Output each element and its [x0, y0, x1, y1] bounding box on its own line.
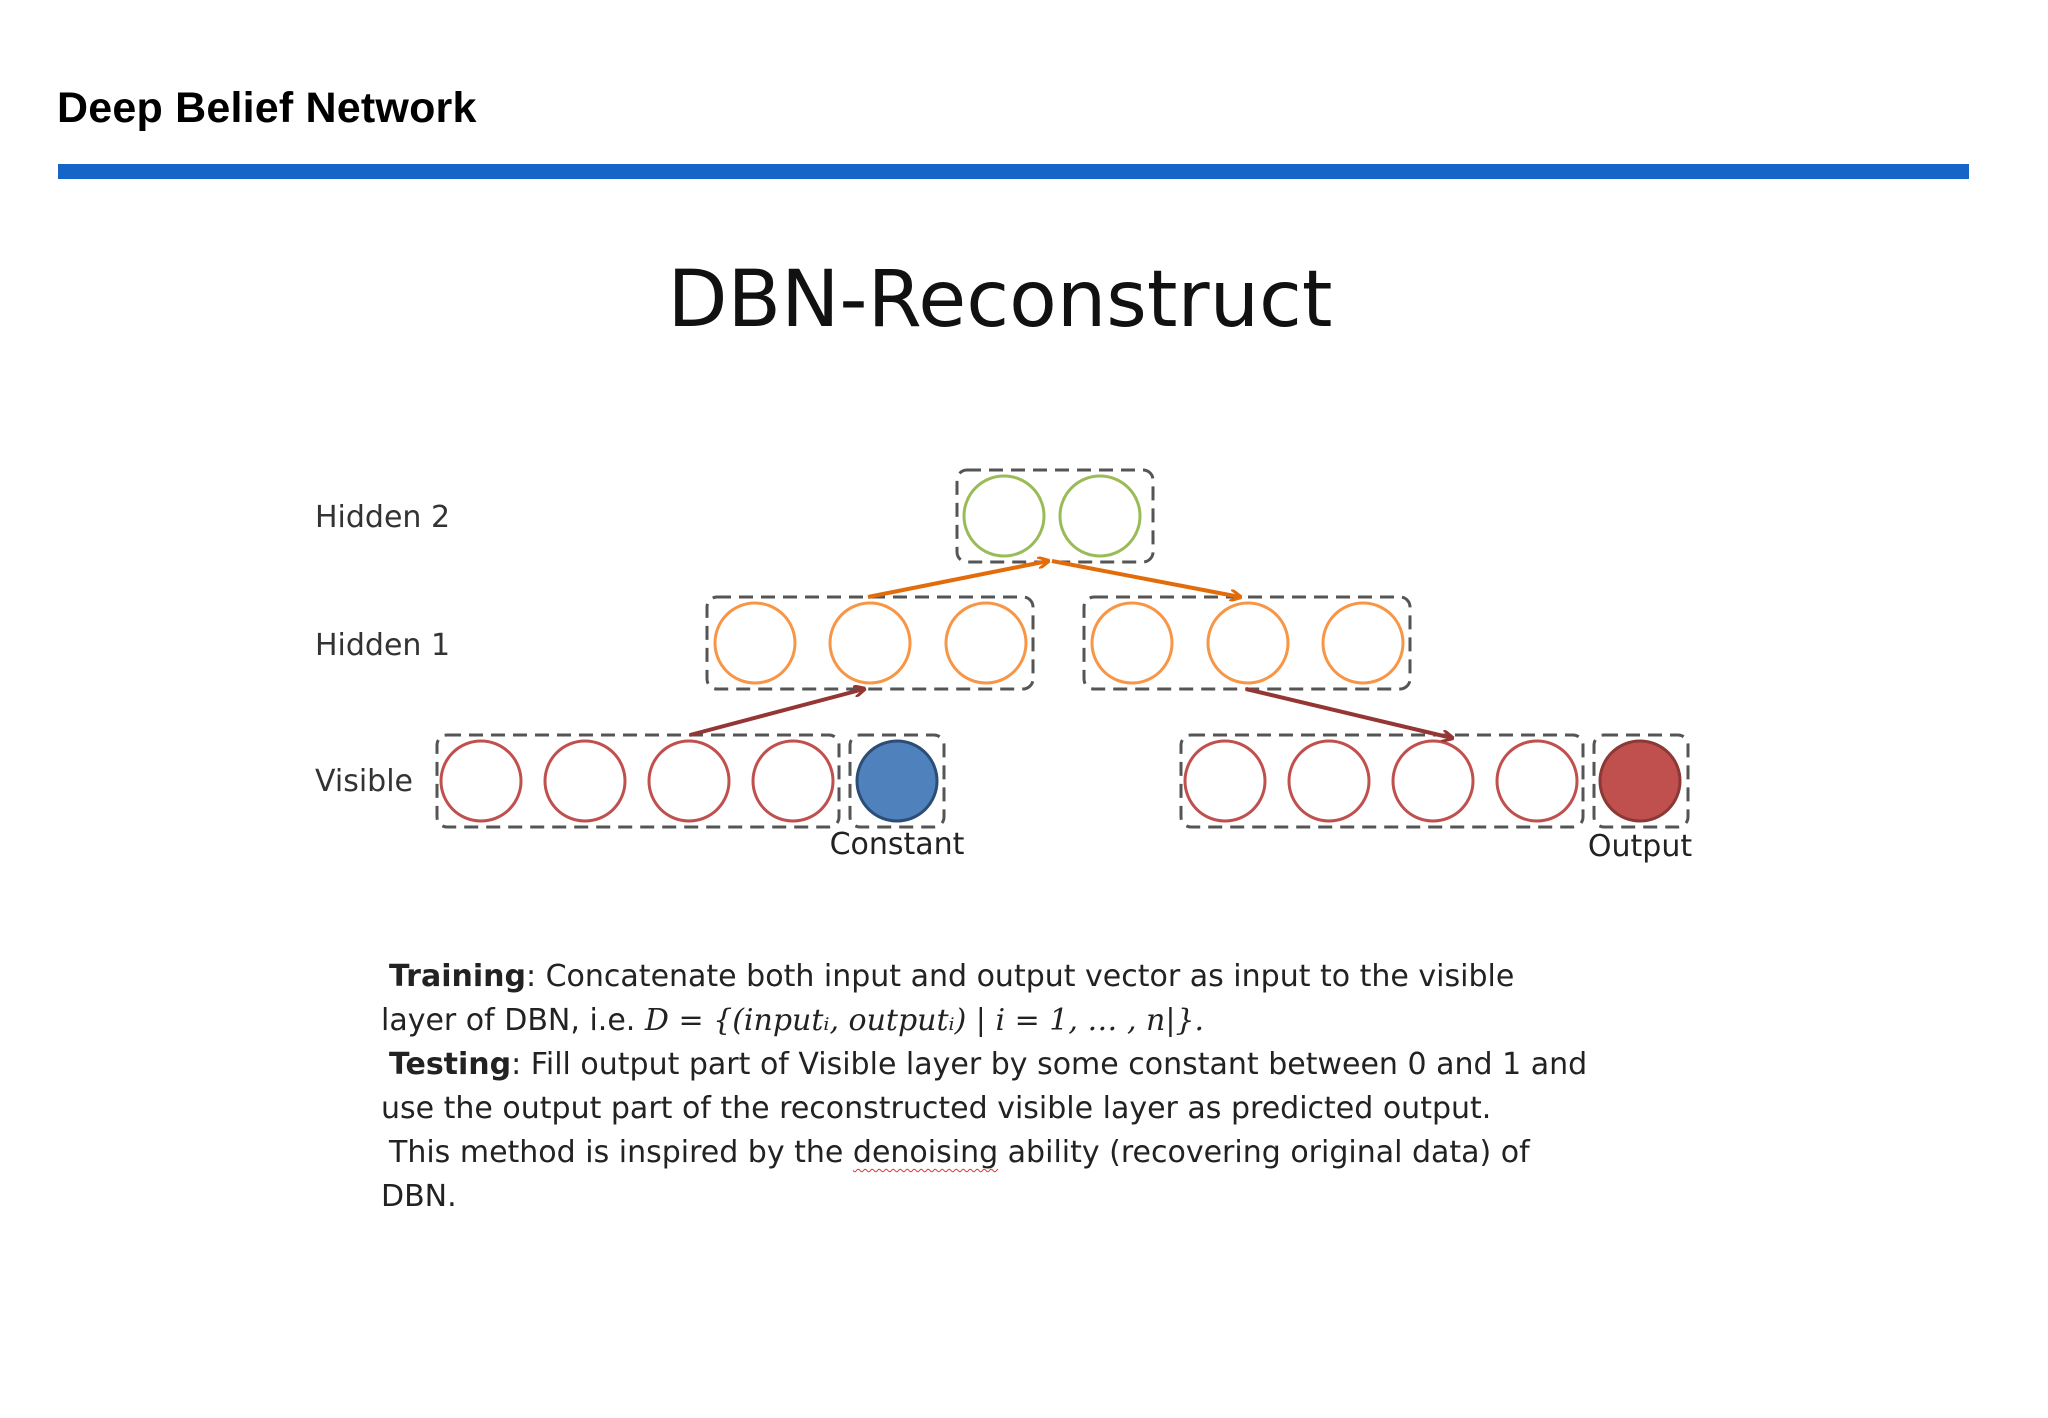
hidden1-node — [1090, 601, 1174, 685]
visible-node — [543, 739, 627, 823]
hidden2-layer-label: Hidden 2 — [315, 500, 450, 535]
hidden1-node — [828, 601, 912, 685]
inspired-text-a: This method is inspired by the — [389, 1135, 853, 1170]
hidden1-layer-label: Hidden 1 — [315, 628, 450, 663]
visible-node — [439, 739, 523, 823]
visible-right-group — [1179, 733, 1585, 829]
header-divider — [58, 164, 1969, 179]
inspired-text-b: ability (recovering original data) of — [998, 1135, 1530, 1170]
training-label: Training — [389, 959, 526, 994]
hidden1-node — [944, 601, 1028, 685]
output-node — [1598, 739, 1682, 823]
visible-node — [1495, 739, 1579, 823]
hidden1-left-box — [705, 595, 1035, 691]
inspired-line-2: DBN. — [381, 1179, 457, 1214]
visible-layer-label: Visible — [315, 764, 413, 799]
constant-node — [855, 739, 939, 823]
constant-group — [848, 733, 946, 829]
arrow-hidden2-to-hidden1 — [1051, 559, 1240, 597]
description-block: Training: Concatenate both input and out… — [381, 955, 1631, 1219]
page-header-title: Deep Belief Network — [57, 84, 477, 132]
slide-title: DBN-Reconstruct — [667, 255, 1333, 345]
hidden2-group-box — [955, 468, 1155, 564]
testing-line-1: Testing: Fill output part of Visible lay… — [381, 1043, 1631, 1087]
training-line-1: Training: Concatenate both input and out… — [381, 955, 1631, 999]
visible-node — [647, 739, 731, 823]
arrow-hidden1-to-visible — [1245, 687, 1452, 738]
testing-line-2: use the output part of the reconstructed… — [381, 1091, 1492, 1126]
hidden2-group — [955, 468, 1155, 564]
training-text-2: layer of DBN, i.e. — [381, 1003, 645, 1038]
hidden1-right-group — [1082, 595, 1412, 691]
hidden1-node — [1321, 601, 1405, 685]
output-group — [1592, 733, 1690, 829]
hidden2-node — [1058, 474, 1142, 558]
visible-left-group — [435, 733, 841, 829]
testing-label: Testing — [389, 1047, 512, 1082]
hidden1-left-group — [705, 595, 1035, 691]
arrow-hidden1-to-hidden2 — [867, 561, 1048, 599]
hidden1-node — [713, 601, 797, 685]
testing-text-1: : Fill output part of Visible layer by s… — [511, 1047, 1588, 1082]
visible-node — [1391, 739, 1475, 823]
training-formula: D = {(inputᵢ, outputᵢ) | i = 1, … , n|}. — [644, 1003, 1205, 1038]
output-caption: Output — [1588, 829, 1692, 864]
training-text-1: : Concatenate both input and output vect… — [525, 959, 1515, 994]
training-line-2: layer of DBN, i.e. D = {(inputᵢ, outputᵢ… — [381, 999, 1631, 1043]
denoising-word: denoising — [852, 1135, 999, 1170]
visible-node — [1287, 739, 1371, 823]
constant-caption: Constant — [830, 827, 965, 862]
hidden2-node — [962, 474, 1046, 558]
hidden1-node — [1206, 601, 1290, 685]
visible-node — [1183, 739, 1267, 823]
visible-node — [751, 739, 835, 823]
arrow-visible-to-hidden1 — [689, 689, 864, 737]
inspired-line-1: This method is inspired by the denoising… — [381, 1131, 1631, 1175]
